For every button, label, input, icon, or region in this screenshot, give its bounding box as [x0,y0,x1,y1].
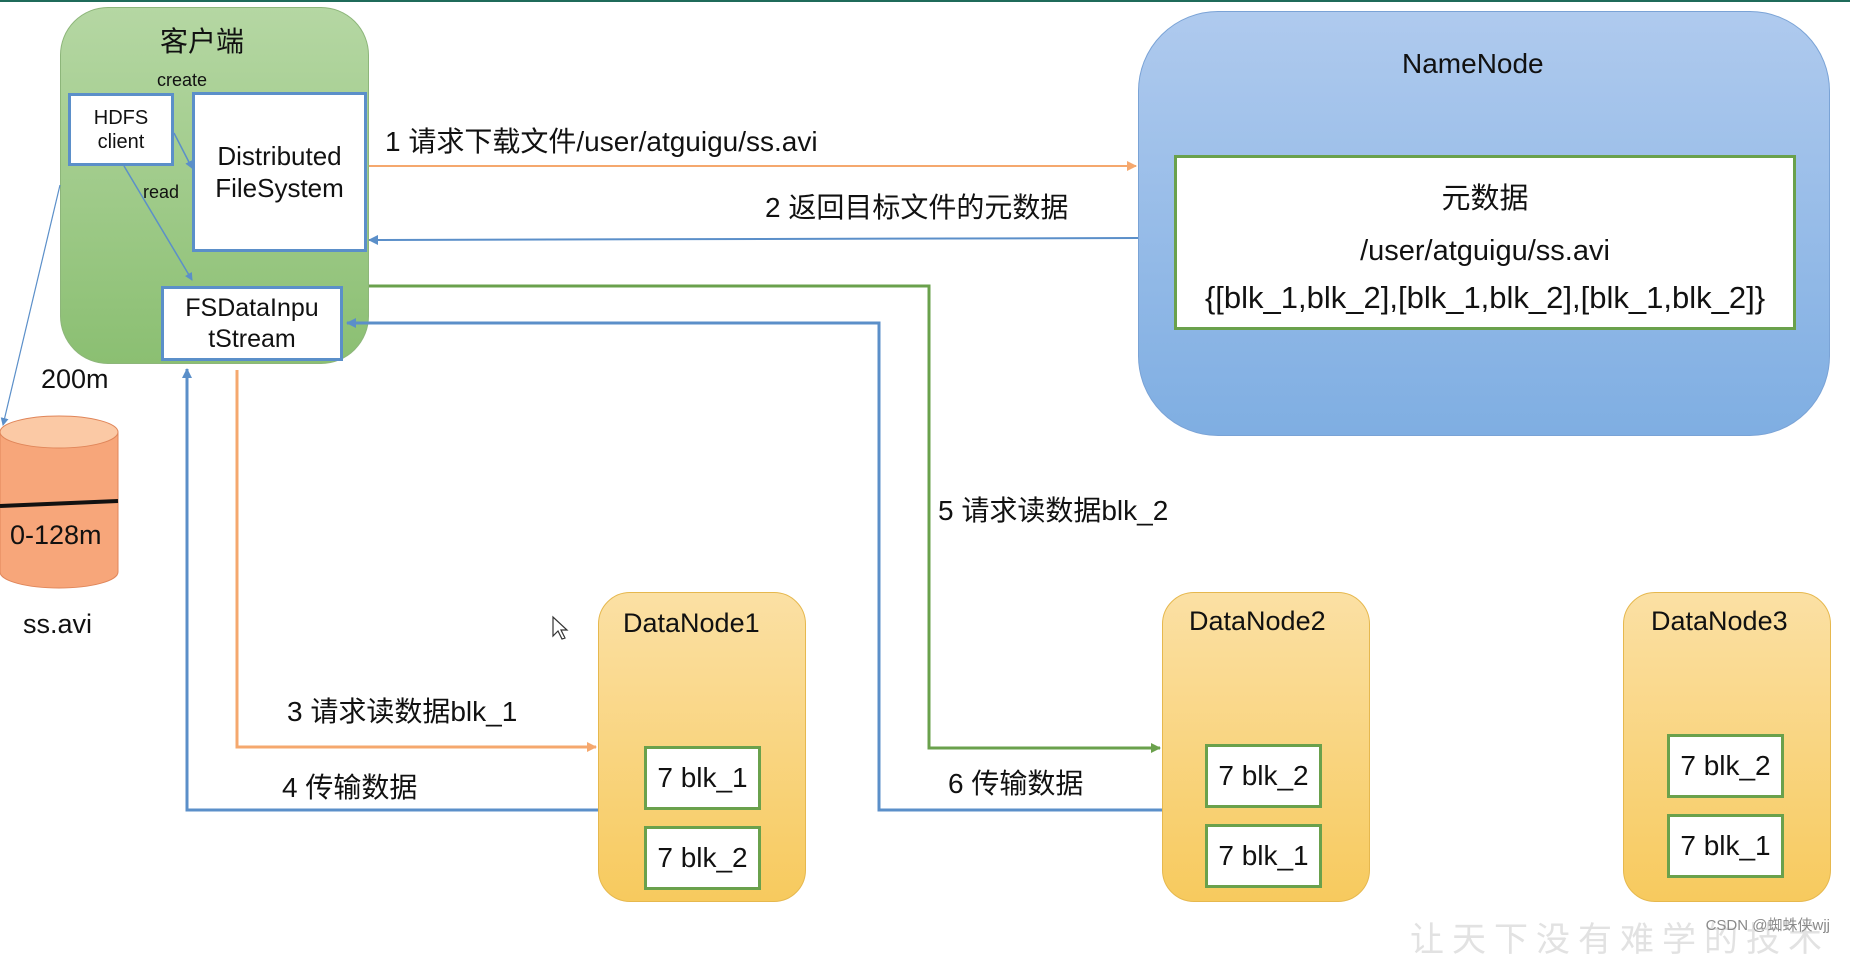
step2-label: 2 返回目标文件的元数据 [765,192,1069,223]
read-label: read [143,182,180,202]
dfs-line1: Distributed [217,141,342,171]
arrow-step6 [346,318,1162,812]
datanode2-title: DataNode2 [1189,606,1326,636]
top-border [0,0,1850,2]
credit-label: CSDN @蜘蛛侠wjj [1705,917,1830,934]
client-to-file-line [0,184,61,426]
hdfs-client-box: HDFS client [68,93,174,166]
file-size-label: 200m [41,364,109,394]
distributed-filesystem-box: Distributed FileSystem [192,92,367,252]
create-arrow [173,132,193,169]
metadata-path: /user/atguigu/ss.avi [1360,235,1610,267]
arrow-step2 [368,234,1139,245]
datanode1-block-1: 7 blk_1 [644,746,761,810]
hdfs-client-line1: HDFS [93,106,149,129]
datanode1-block-2: 7 blk_2 [644,826,761,890]
fsin-line2: tStream [208,324,296,353]
file-cylinder [0,415,119,589]
client-title: 客户端 [160,26,245,57]
datanode3-title: DataNode3 [1651,606,1788,636]
step3-label: 3 请求读数据blk_1 [287,696,518,727]
arrow-step5 [369,284,1161,753]
datanode3-block-2: 7 blk_1 [1667,814,1784,878]
datanode3-block-1: 7 blk_2 [1667,734,1784,798]
hdfs-client-line2: client [97,130,145,153]
file-segment-label: 0-128m [10,520,102,550]
datanode2-block-1: 7 blk_2 [1205,744,1322,808]
arrow-step3 [235,370,597,752]
metadata-box: 元数据 /user/atguigu/ss.avi {[blk_1,blk_2],… [1174,155,1796,330]
fs-data-input-stream-box: FSDataInpu tStream [161,286,343,361]
metadata-blocks: {[blk_1,blk_2],[blk_1,blk_2],[blk_1,blk_… [1204,280,1766,315]
dfs-line2: FileSystem [215,173,344,203]
fsin-line1: FSDataInpu [185,293,319,322]
datanode2-block-2: 7 blk_1 [1205,824,1322,888]
mouse-cursor-icon [552,615,569,640]
namenode-title: NameNode [1402,48,1544,79]
create-label: create [157,70,208,90]
metadata-title: 元数据 [1441,183,1529,215]
step5-label: 5 请求读数据blk_2 [938,495,1169,526]
read-arrow [123,165,193,281]
file-name-label: ss.avi [23,609,93,639]
step1-label: 1 请求下载文件/user/atguigu/ss.avi [385,126,818,157]
step6-label: 6 传输数据 [948,768,1084,799]
datanode1-title: DataNode1 [623,608,760,638]
step4-label: 4 传输数据 [282,772,418,803]
arrow-step4 [182,368,598,812]
